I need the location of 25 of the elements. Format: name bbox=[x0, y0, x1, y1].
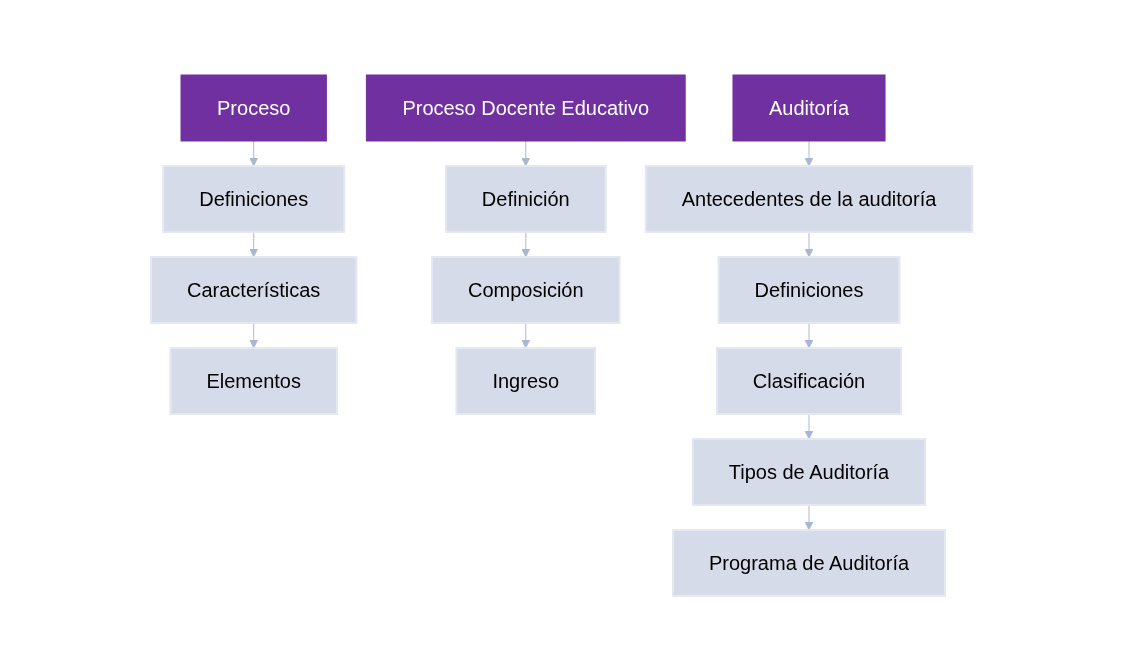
node-box: Características bbox=[150, 255, 358, 324]
node-box: Elementos bbox=[169, 346, 339, 415]
arrow bbox=[521, 231, 531, 257]
node-box: Programa de Auditoría bbox=[672, 528, 947, 597]
arrow bbox=[521, 322, 531, 348]
node-box: Proceso Docente Educativo bbox=[366, 74, 686, 141]
node-box: Definiciones bbox=[717, 255, 901, 324]
arrow bbox=[804, 413, 814, 439]
node-box: Ingreso bbox=[455, 346, 597, 415]
node-box: Clasificación bbox=[716, 346, 903, 415]
arrow bbox=[249, 322, 259, 348]
node-box: Auditoría bbox=[732, 74, 886, 141]
arrow bbox=[804, 504, 814, 530]
arrow bbox=[249, 140, 259, 166]
arrow bbox=[249, 231, 259, 257]
node-box: Tipos de Auditoría bbox=[692, 437, 927, 506]
node-box: Proceso bbox=[180, 74, 328, 141]
node-box: Antecedentes de la auditoría bbox=[645, 164, 974, 233]
node-box: Definiciones bbox=[162, 164, 346, 233]
arrow bbox=[804, 140, 814, 166]
node-box: Definición bbox=[445, 164, 607, 233]
arrow bbox=[521, 140, 531, 166]
arrow bbox=[804, 231, 814, 257]
arrow bbox=[804, 322, 814, 348]
node-box: Composición bbox=[431, 255, 621, 324]
